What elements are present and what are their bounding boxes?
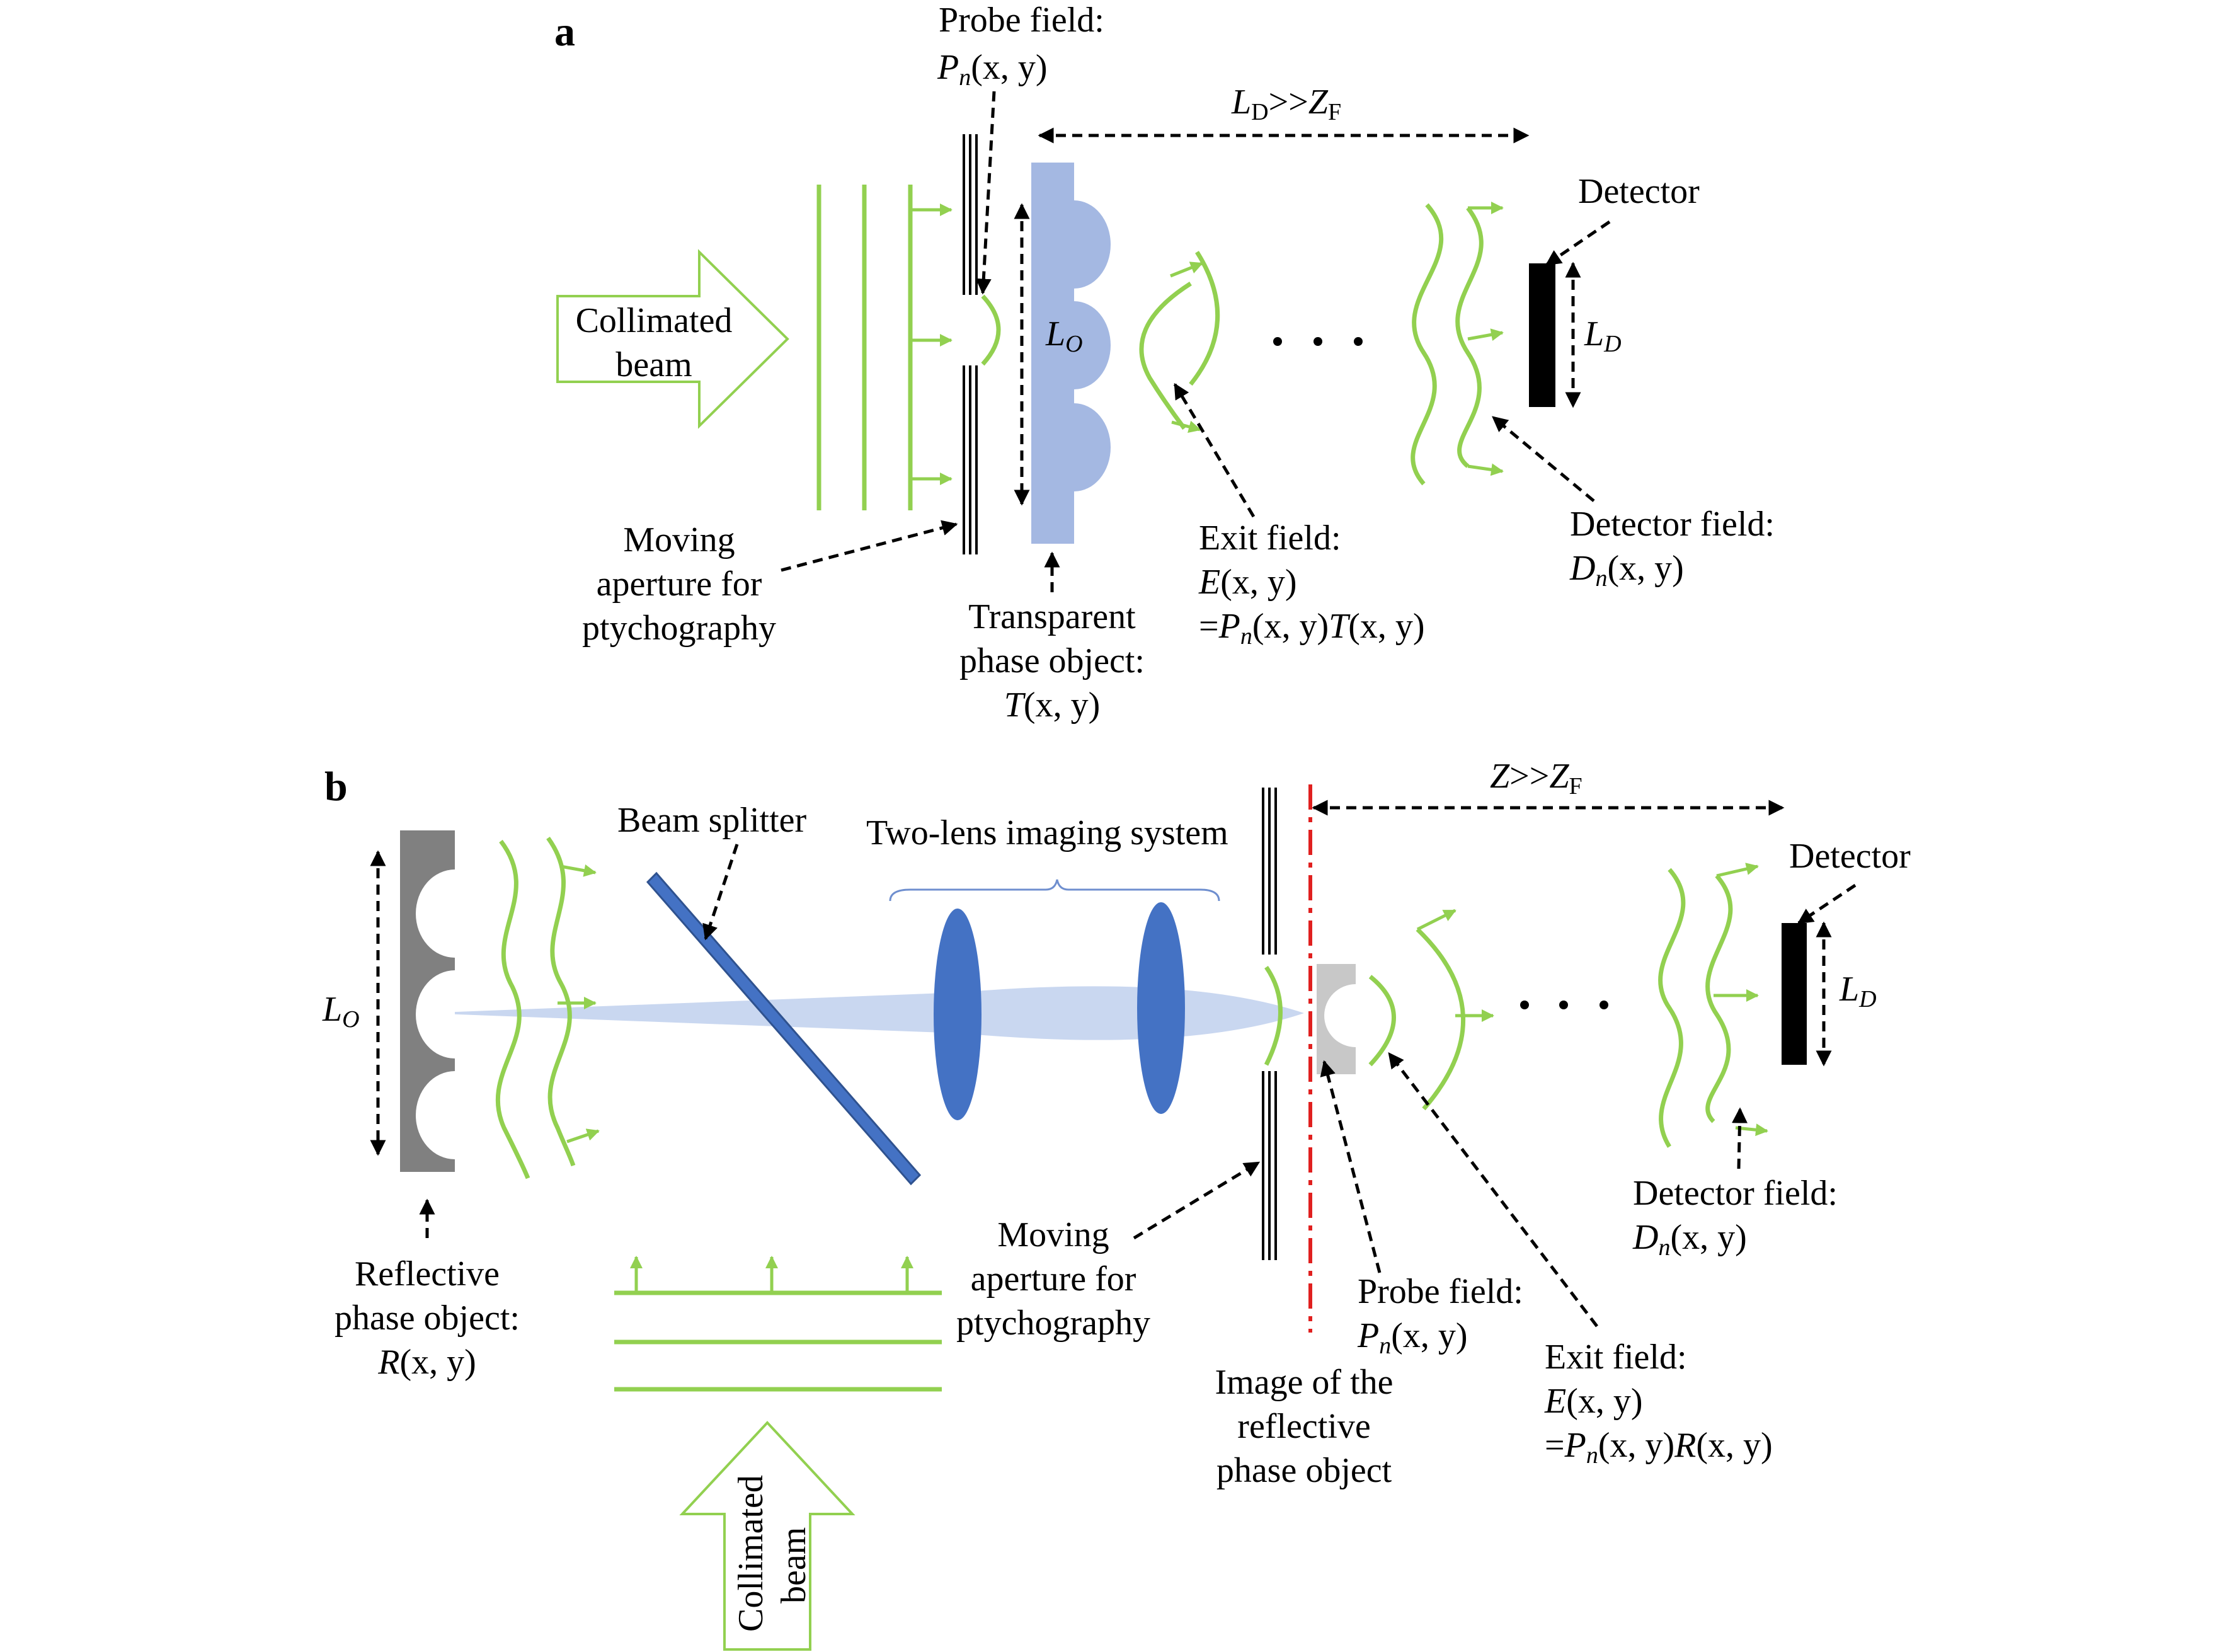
panel-b-detfield-label-2: Dn(x, y) xyxy=(1632,1218,1747,1261)
panel-b-beam-splitter-pointer xyxy=(702,844,739,941)
panel-a-detfield-label-1: Detector field: xyxy=(1570,505,1775,544)
panel-b-moving-label-1: Moving xyxy=(997,1215,1109,1254)
panel-a-exit-label-2: E(x, y) xyxy=(1198,563,1297,602)
panel-a-phase-object xyxy=(1031,163,1111,544)
panel-b-lens-2 xyxy=(1137,902,1185,1114)
panel-b-reflective-cup-2 xyxy=(416,970,455,1058)
panel-b-detector-label: Detector xyxy=(1789,837,1911,876)
panel-b-aperture xyxy=(1262,788,1277,1260)
panel-a-moving-label-3: ptychography xyxy=(582,609,776,648)
panel-a-lo-label: LO xyxy=(1045,314,1083,357)
panel-b-probe-wave xyxy=(1264,966,1283,1066)
panel-b-exit-label-1: Exit field: xyxy=(1545,1338,1687,1377)
panel-b-image-label-1: Image of the xyxy=(1215,1363,1394,1402)
panel-a-moving-pointer xyxy=(781,520,958,572)
panel-b-lo-label: LO xyxy=(322,990,360,1033)
panel-b-detector-pointer xyxy=(1797,883,1857,925)
panel-b-moving-pointer xyxy=(1133,1161,1261,1240)
panel-a-detector-waves xyxy=(1411,202,1504,486)
panel-b-letter: b xyxy=(324,764,348,810)
panel-b-image-label-3: phase object xyxy=(1216,1451,1392,1490)
panel-a-detfield-pointer xyxy=(1492,416,1595,502)
panel-b-beam-cone xyxy=(423,986,1304,1040)
panel-b-dot-2 xyxy=(1559,1001,1568,1009)
panel-a-dot-2 xyxy=(1313,337,1322,346)
panel-a-transparent-label-2: phase object: xyxy=(959,641,1145,680)
panel-a-letter: a xyxy=(554,9,575,55)
panel-a-detector xyxy=(1529,263,1555,407)
panel-a-detfield-label-2: Dn(x, y) xyxy=(1569,549,1684,592)
panel-b-reflective-cup-3 xyxy=(416,1071,455,1159)
panel-b-moving-label-3: ptychography xyxy=(956,1304,1150,1343)
panel-b-probe-label-2: Pn(x, y) xyxy=(1357,1316,1468,1359)
panel-a-transparent-label-3: T(x, y) xyxy=(1004,685,1100,725)
panel-a-transparent-label-1: Transparent xyxy=(968,597,1136,636)
panel-a-exit-wave xyxy=(1139,251,1220,433)
panel-b-collimated-label-1: Collimated xyxy=(731,1475,770,1632)
panel-b-detfield-label-1: Detector field: xyxy=(1633,1174,1838,1213)
panel-b-object-waves xyxy=(495,836,600,1179)
panel-a-exit-label-3: =Pn(x, y)T(x, y) xyxy=(1199,607,1425,650)
panel-a-ld-label: LD xyxy=(1584,314,1622,357)
panel-b: b LO Beam splitter Two-lens imaging syst… xyxy=(322,757,1911,1651)
panel-a-moving-label-2: aperture for xyxy=(597,565,762,604)
panel-b-lens-1 xyxy=(934,909,982,1120)
panel-b-image-object xyxy=(1317,964,1356,1074)
panel-b-exit-pointer xyxy=(1388,1052,1598,1328)
panel-b-detfield-pointer xyxy=(1732,1107,1748,1169)
panel-b-two-lens-label: Two-lens imaging system xyxy=(866,813,1228,852)
panel-b-detector-waves xyxy=(1658,863,1768,1148)
panel-a-distance-label: LD>>ZF xyxy=(1231,83,1341,125)
panel-a-dot-3 xyxy=(1354,337,1363,346)
panel-a-collimated-arrow xyxy=(556,249,789,429)
panel-b-reflective-label-2: phase object: xyxy=(335,1299,520,1338)
panel-b-collimated-label-2: beam xyxy=(774,1527,813,1603)
panel-b-image-label-2: reflective xyxy=(1237,1407,1370,1446)
panel-a-plane-waves xyxy=(816,185,953,510)
panel-a-exit-label-1: Exit field: xyxy=(1199,519,1341,558)
panel-b-two-lens-brace xyxy=(889,879,1220,902)
panel-b-dot-3 xyxy=(1600,1001,1608,1009)
panel-a-dot-1 xyxy=(1273,337,1282,346)
panel-a-exit-pointer xyxy=(1173,382,1256,518)
panel-a-collimated-label-2: beam xyxy=(615,345,692,384)
panel-a-detector-pointer xyxy=(1545,220,1611,267)
panel-b-reflective-label-3: R(x, y) xyxy=(377,1343,476,1382)
panel-b-beam-splitter xyxy=(646,871,922,1186)
panel-b-detector xyxy=(1782,923,1807,1065)
panel-b-beam-splitter-label: Beam splitter xyxy=(617,801,807,840)
panel-a-probe-label: Probe field: xyxy=(939,1,1104,40)
panel-a-probe-wave xyxy=(981,294,1001,366)
panel-a-detector-label: Detector xyxy=(1578,172,1700,211)
panel-b-probe-pointer xyxy=(1320,1060,1382,1273)
panel-b-exit-wave xyxy=(1368,909,1494,1111)
panel-b-ld-label: LD xyxy=(1839,970,1877,1012)
panel-a-moving-label-1: Moving xyxy=(623,520,735,559)
panel-b-moving-label-2: aperture for xyxy=(971,1259,1136,1299)
panel-b-exit-label-2: E(x, y) xyxy=(1544,1382,1643,1421)
panel-a-probe-formula: Pn(x, y) xyxy=(937,48,1048,91)
panel-b-dot-1 xyxy=(1520,1001,1529,1009)
panel-a-probe-pointer xyxy=(975,91,996,295)
panel-a-collimated-label-1: Collimated xyxy=(576,301,733,340)
panel-b-exit-label-3: =Pn(x, y)R(x, y) xyxy=(1545,1426,1773,1469)
panel-b-plane-waves xyxy=(614,1256,942,1392)
panel-b-reflective-cup-1 xyxy=(416,869,455,958)
panel-a-aperture xyxy=(963,134,978,554)
panel-b-reflective-label-1: Reflective xyxy=(355,1254,500,1293)
panel-a: a Probe field: Pn(x, y) LD>>ZF Collimate… xyxy=(554,1,1775,725)
panel-b-collimated-arrow xyxy=(679,1421,856,1651)
panel-b-distance-label: Z>>ZF xyxy=(1490,757,1582,800)
panel-b-probe-label-1: Probe field: xyxy=(1358,1272,1523,1311)
